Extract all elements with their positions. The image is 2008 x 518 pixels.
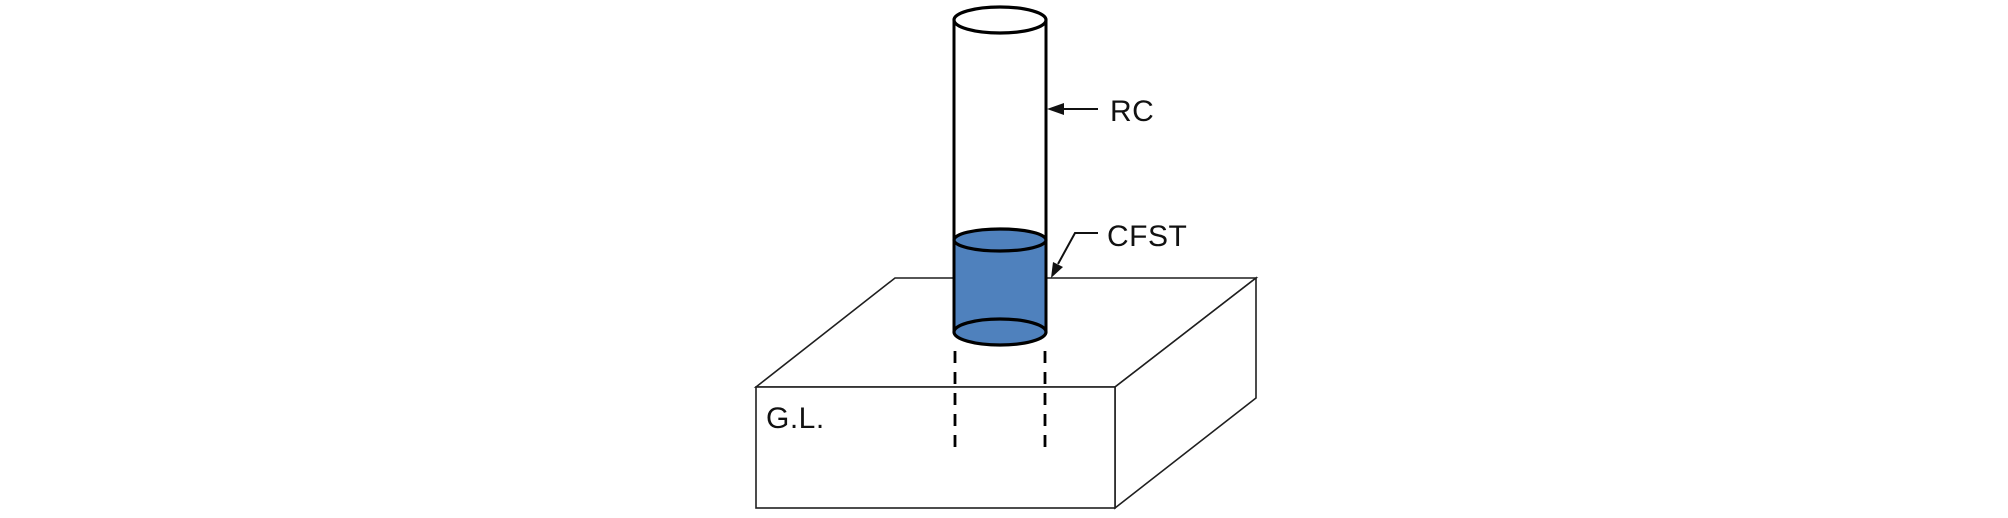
rc-annotation: RC: [1047, 95, 1154, 128]
cfst-annotation: CFST: [1051, 220, 1187, 278]
rc-label: RC: [1110, 95, 1154, 128]
cfst-leader-line: [1057, 232, 1098, 265]
cfst-segment-body: [954, 240, 1046, 332]
rc-leader-arrowhead-icon: [1047, 103, 1064, 115]
cfst-segment-top-ellipse: [952, 227, 1048, 253]
ground-level-label: G.L.: [766, 402, 825, 435]
cfst-label: CFST: [1107, 220, 1187, 253]
rc-column-top-ellipse: [952, 5, 1048, 35]
ground-block-front-face: [755, 386, 1116, 509]
rc-column-body: [954, 20, 1046, 242]
cfst-leader-arrowhead-icon: [1051, 262, 1063, 278]
cfst-segment-bottom-ellipse: [952, 317, 1048, 347]
